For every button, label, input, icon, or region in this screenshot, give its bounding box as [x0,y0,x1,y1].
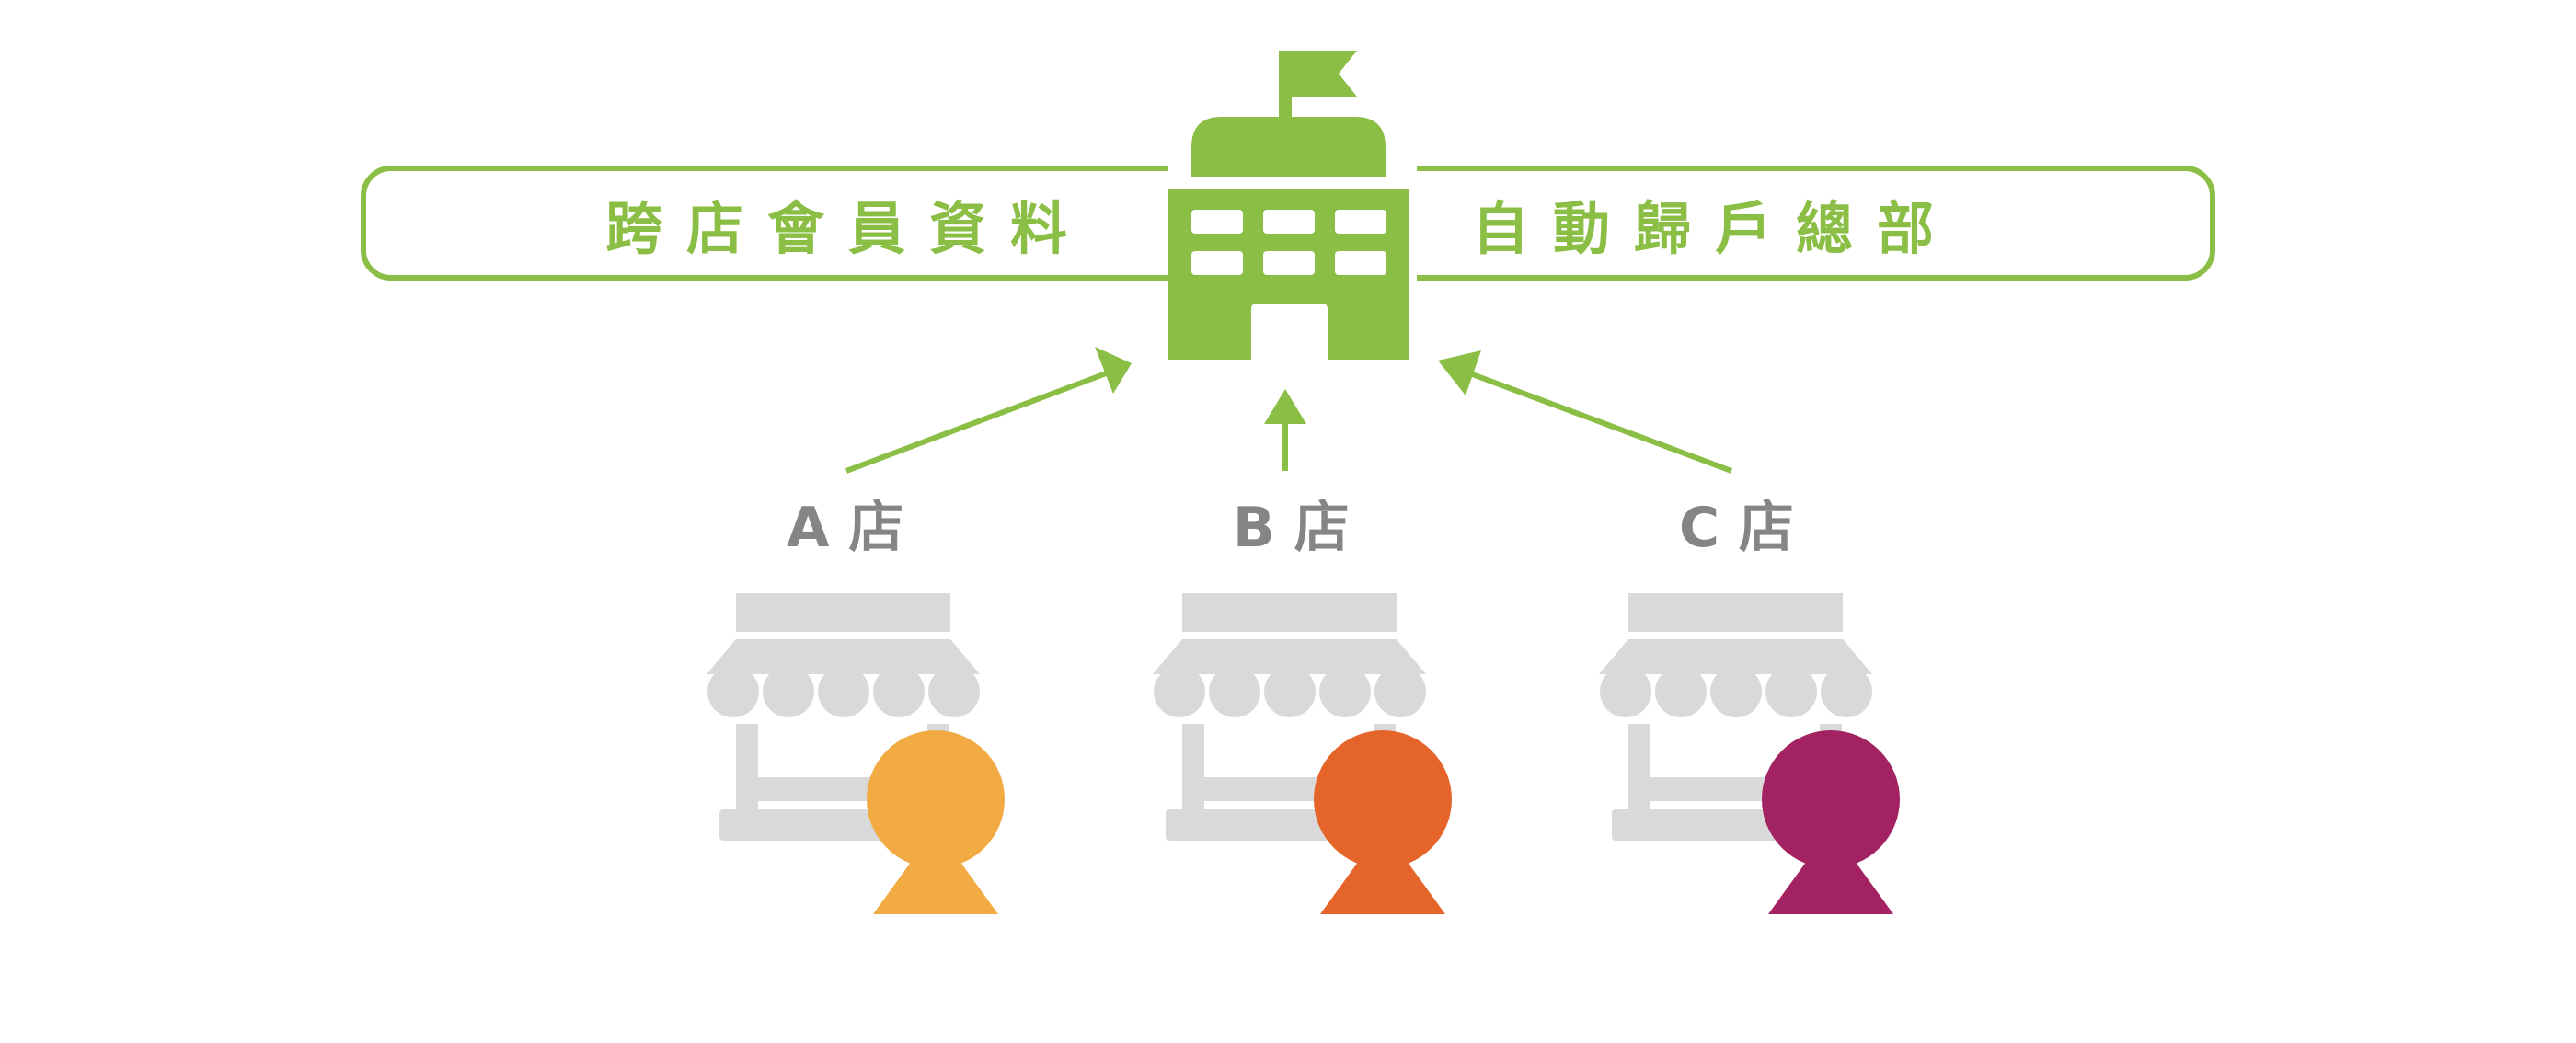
banner-right-text: 自動歸戶總部 [1472,195,1958,262]
arrow-store-b-to-hq [1264,389,1306,471]
banner-left-text: 跨店會員資料 [605,195,1091,262]
store-a: A 店 [707,496,1005,914]
store-label: C 店 [1679,496,1794,560]
store-label: B 店 [1233,496,1350,560]
school-building-icon [1168,51,1417,360]
member-person-icon [1314,730,1452,914]
store-label: A 店 [787,496,903,560]
storefront-icon [1153,593,1426,841]
store-c: C 店 [1599,496,1900,914]
storefront-icon [707,593,980,841]
arrow-store-a-to-hq [845,347,1132,474]
store-b: B 店 [1153,496,1452,914]
arrow-store-c-to-hq [1438,350,1733,474]
member-person-icon [867,730,1005,914]
member-person-icon [1762,730,1900,914]
